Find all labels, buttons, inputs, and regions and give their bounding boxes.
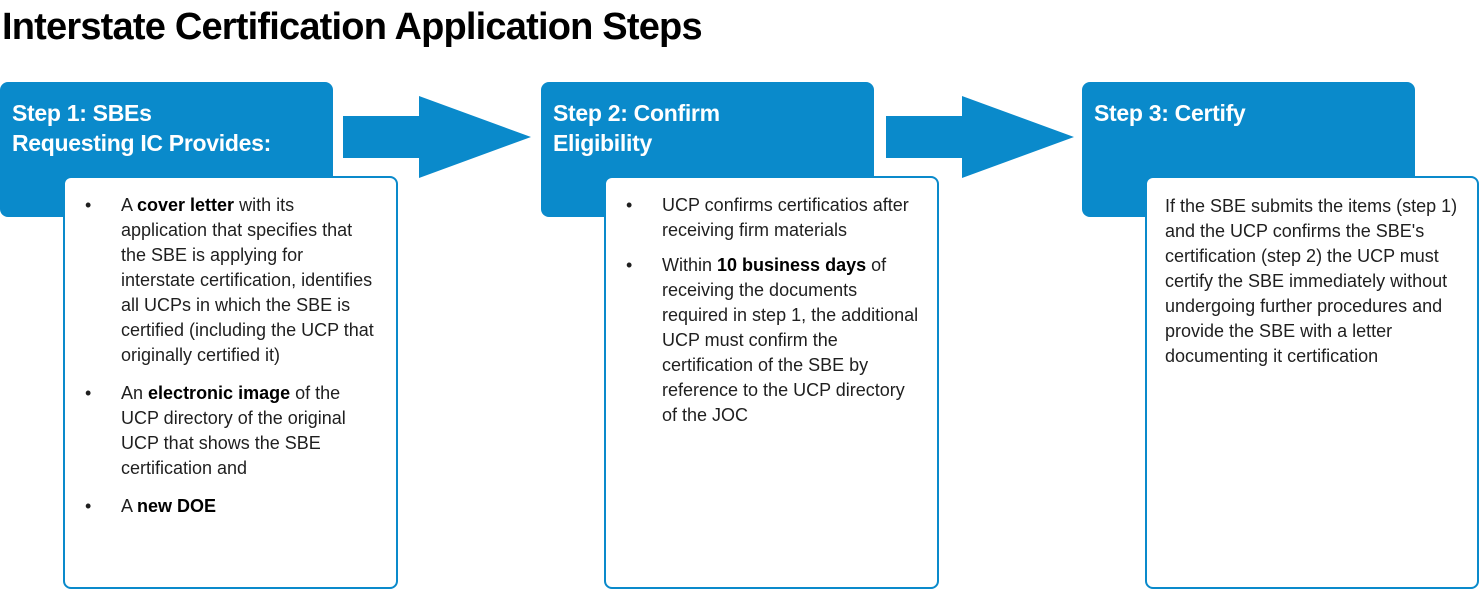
bullet-icon: • [85,383,92,403]
bullet-icon: • [85,195,92,215]
bullet-text: of the UCP directory of the original UCP… [121,383,346,478]
step-3-header-line-1: Step 3: Certify [1094,100,1246,126]
list-item: • An electronic image of the UCP directo… [65,381,378,481]
step-3-description: If the SBE submits the items (step 1) an… [1165,196,1458,366]
step-1-body: • A cover letter with its application th… [63,176,398,589]
page-title: Interstate Certification Application Ste… [2,6,703,48]
bullet-text: A [121,195,138,215]
list-item: • UCP confirms certificatios after recei… [606,193,919,243]
step-2-bullet-list: • UCP confirms certificatios after recei… [606,193,919,428]
list-item: • A new DOE [65,494,378,519]
bullet-bold-text: cover letter [137,195,235,215]
bullet-bold-text: electronic image [148,383,291,403]
step-3-body: If the SBE submits the items (step 1) an… [1145,176,1479,589]
arrow-right-icon [886,96,1074,178]
bullet-icon: • [626,255,633,275]
list-item: • Within 10 business days of receiving t… [606,253,919,428]
bullet-text: A [121,496,138,516]
step-2-body: • UCP confirms certificatios after recei… [604,176,939,589]
bullet-text: with its application that specifies that… [121,195,374,365]
step-1-header-line-1: Step 1: SBEs [12,100,152,126]
step-2-header-line-2: Eligibility [553,130,652,156]
bullet-icon: • [626,195,633,215]
arrow-right-icon [343,96,531,178]
bullet-icon: • [85,496,92,516]
bullet-text: UCP confirms certificatios after receivi… [662,195,909,240]
bullet-text: of receiving the documents required in s… [662,255,919,425]
bullet-text: An [121,383,149,403]
step-1-header-line-2: Requesting IC Provides: [12,130,271,156]
bullet-bold-text: new DOE [137,496,217,516]
step-2-header-line-1: Step 2: Confirm [553,100,720,126]
list-item: • A cover letter with its application th… [65,193,378,368]
bullet-text: Within [662,255,718,275]
step-1-bullet-list: • A cover letter with its application th… [65,193,378,519]
bullet-bold-text: 10 business days [717,255,867,275]
